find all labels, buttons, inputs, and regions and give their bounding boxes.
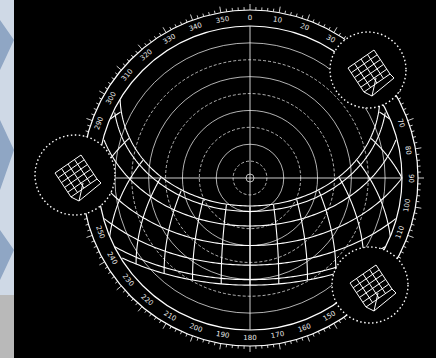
solar-panel-icon bbox=[332, 247, 408, 323]
solar-panel-icon bbox=[330, 32, 406, 108]
photo-detail bbox=[0, 295, 14, 358]
photo-strip bbox=[0, 0, 14, 358]
azimuth-label: 80 bbox=[403, 144, 412, 156]
azimuth-ticks bbox=[76, 4, 424, 352]
azimuth-label: 0 bbox=[247, 15, 253, 22]
azimuth-label: 180 bbox=[242, 335, 257, 342]
photo-detail bbox=[0, 20, 14, 280]
outer-ring bbox=[82, 10, 418, 346]
azimuth-label: 10 bbox=[272, 16, 284, 25]
solar-panel-icon bbox=[35, 135, 115, 215]
azimuth-label: 90 bbox=[406, 173, 413, 184]
